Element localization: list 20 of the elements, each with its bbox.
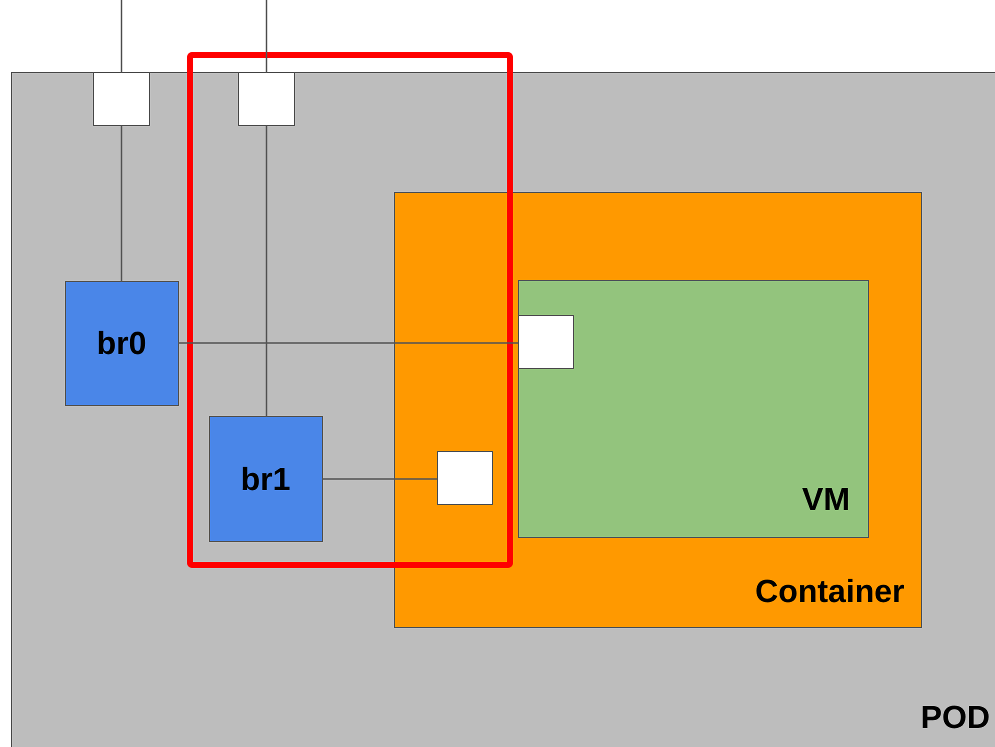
bridge-box — [208, 416, 322, 542]
connector-line — [266, 0, 268, 72]
node-label: VM — [802, 483, 850, 515]
pod-box — [11, 72, 995, 747]
node-label: br1 — [240, 462, 290, 494]
vm-box — [518, 280, 869, 538]
node-label: br0 — [96, 327, 146, 359]
node-label: POD — [920, 701, 990, 733]
container-box — [394, 192, 922, 628]
node-label: Container — [755, 574, 904, 606]
port-box — [238, 72, 294, 126]
connector-line — [179, 342, 519, 344]
connector-line — [120, 126, 122, 281]
connector-line — [120, 0, 122, 72]
connector-line — [323, 478, 438, 480]
bridge-box — [64, 280, 178, 406]
port-box — [437, 451, 493, 505]
port-box — [518, 314, 574, 368]
port-box — [92, 72, 150, 126]
connector-line — [266, 126, 268, 416]
